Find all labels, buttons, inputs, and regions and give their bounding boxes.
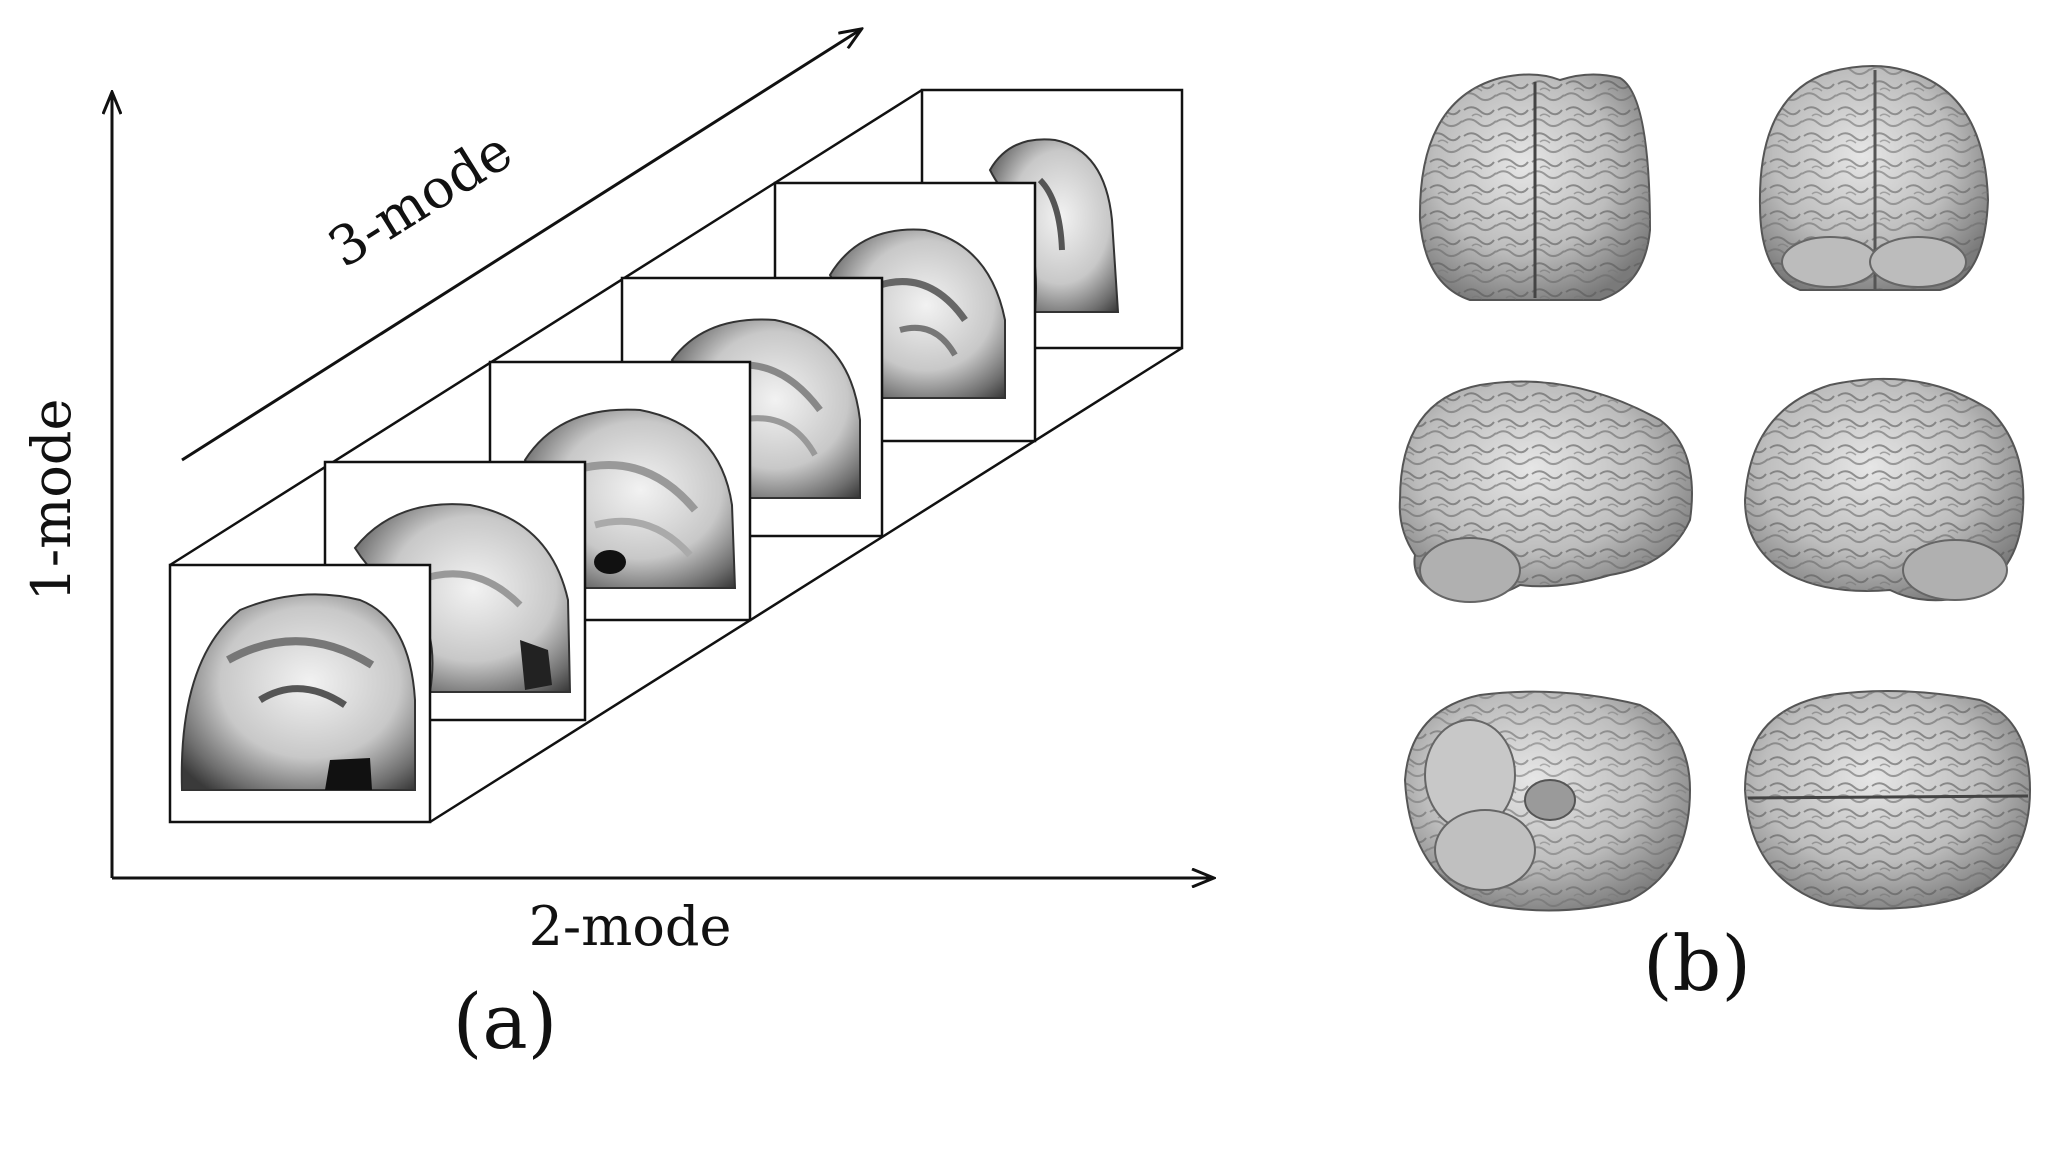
axis-3-mode-label: 3-mode xyxy=(317,119,522,280)
axis-1-mode-label: 1-mode xyxy=(20,399,83,602)
panel-b-caption: (b) xyxy=(1643,919,1751,1008)
brain-back-view xyxy=(1758,65,1990,291)
brain-left-lateral-view xyxy=(1398,380,1693,603)
axis-3-mode xyxy=(181,30,860,462)
slice-3 xyxy=(488,360,752,622)
panel-a: 1-mode 2-mode 3-mode xyxy=(20,30,1212,1066)
brain-inferior-view xyxy=(1403,690,1692,912)
panel-a-caption: (a) xyxy=(453,977,558,1066)
panel-b: (b) xyxy=(1398,65,2032,1008)
brain-right-lateral-view xyxy=(1743,377,2025,602)
slice-1 xyxy=(168,563,432,824)
brain-superior-view xyxy=(1743,690,2032,910)
axis-2-mode-label: 2-mode xyxy=(529,895,732,958)
brain-front-view xyxy=(1418,73,1652,301)
